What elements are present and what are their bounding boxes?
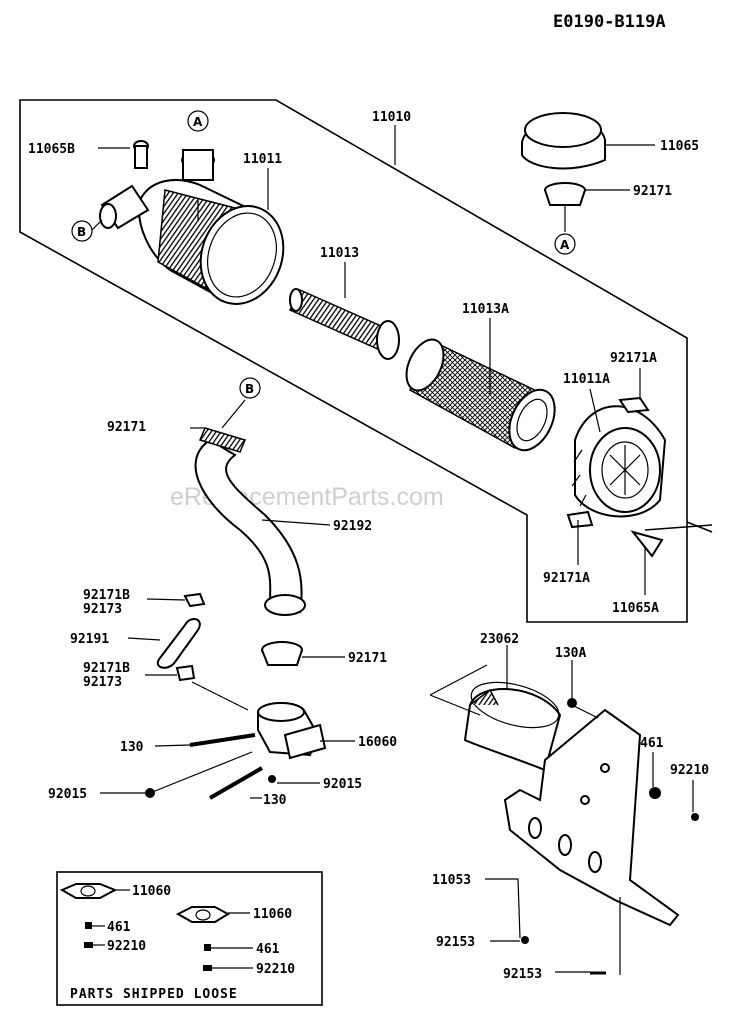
label-92171-clamp: 92171 [348,651,387,666]
svg-text:A: A [193,115,203,129]
label-11065: 11065 [660,139,699,154]
clamp-92171b-mid [175,664,196,682]
air-cleaner-body-11011 [99,140,285,305]
nut-92015-right [268,775,276,783]
label-11013a: 11013A [462,302,509,317]
svg-text:A: A [560,238,570,252]
label-11011: 11011 [243,152,282,167]
nut-92210 [691,813,699,821]
label-92015-right: 92015 [323,777,362,792]
label-11053: 11053 [432,873,471,888]
leader-lines [91,125,694,975]
nut-461 [649,787,661,799]
label-23062: 23062 [480,632,519,647]
hose-92192 [194,438,306,616]
nut-461-b [204,944,211,951]
label-92171b-top: 92171B [83,588,130,603]
loose-label-92210-b: 92210 [256,962,295,977]
assembly-frame [19,99,688,623]
label-92153-a: 92153 [436,935,475,950]
label-11011a: 11011A [563,372,610,387]
label-92153-b: 92153 [503,967,542,982]
nut-92210-b [203,965,212,971]
ref-circle-b-left: B [71,220,93,242]
elbow-16060 [257,702,327,760]
label-92171b-mid: 92171B [83,661,130,676]
clamp-92171-hose [198,427,247,453]
label-11065a: 11065A [612,601,659,616]
label-16060: 16060 [358,735,397,750]
nut-92210-a [84,942,93,948]
clip-92171a-upper [618,396,650,414]
label-92015-left: 92015 [48,787,87,802]
label-92191: 92191 [70,632,109,647]
label-92171a-top: 92171A [610,351,657,366]
label-11013: 11013 [320,246,359,261]
label-130a: 130A [555,646,586,661]
label-92171-top: 92171 [633,184,672,199]
svg-text:B: B [77,225,86,239]
label-130-left: 130 [120,740,144,755]
loose-label-461-b: 461 [256,942,280,957]
label-92171a-bottom: 92171A [543,571,590,586]
svg-text:B: B [245,382,254,396]
clamp-92171b-top [183,592,206,608]
loose-label-11060-b: 11060 [253,907,292,922]
part-labels: 11010 11065B 11011 11065 92171 11013 110… [28,110,709,982]
label-130-bottom: 130 [263,793,287,808]
bracket-11053 [503,708,680,927]
bolt-130-left [189,733,256,747]
loose-label-92210-a: 92210 [107,939,146,954]
loose-label-11060-a: 11060 [132,884,171,899]
label-11065b: 11065B [28,142,75,157]
label-92171-hose: 92171 [107,420,146,435]
pipe-92191 [156,618,201,669]
ref-circle-a-right: A [554,233,576,255]
gasket-11060-b [175,906,231,923]
loose-label-461-a: 461 [107,920,131,935]
label-461: 461 [640,736,664,751]
clip-92171a-lower [566,510,594,529]
parts-shipped-loose-box: 11060 461 92210 11060 461 92210 PARTS SH… [56,871,323,1006]
diagram-id: E0190-B119A [553,12,666,32]
clamp-92171-cap [544,182,586,206]
bolt-130a [567,698,577,708]
inner-element-11013 [288,288,400,360]
cover-11011a [571,405,667,518]
bolt-130-bottom [209,766,263,800]
outer-element-11013a [405,338,556,452]
bolt-92153-a [521,936,529,944]
clamp-92171-lower [261,641,303,666]
label-92173-mid: 92173 [83,675,122,690]
nut-461-a [85,922,92,929]
cap-11065 [521,112,606,170]
label-92173-top: 92173 [83,602,122,617]
ref-circle-a-top: A [187,110,209,132]
box-caption: PARTS SHIPPED LOOSE [70,987,238,1002]
gasket-11060-a [59,883,118,899]
label-92192: 92192 [333,519,372,534]
valve-11065a [630,530,664,558]
label-11010: 11010 [372,110,411,125]
band-23062 [463,681,562,772]
label-92210: 92210 [670,763,709,778]
ref-circle-b-hose: B [239,377,261,399]
